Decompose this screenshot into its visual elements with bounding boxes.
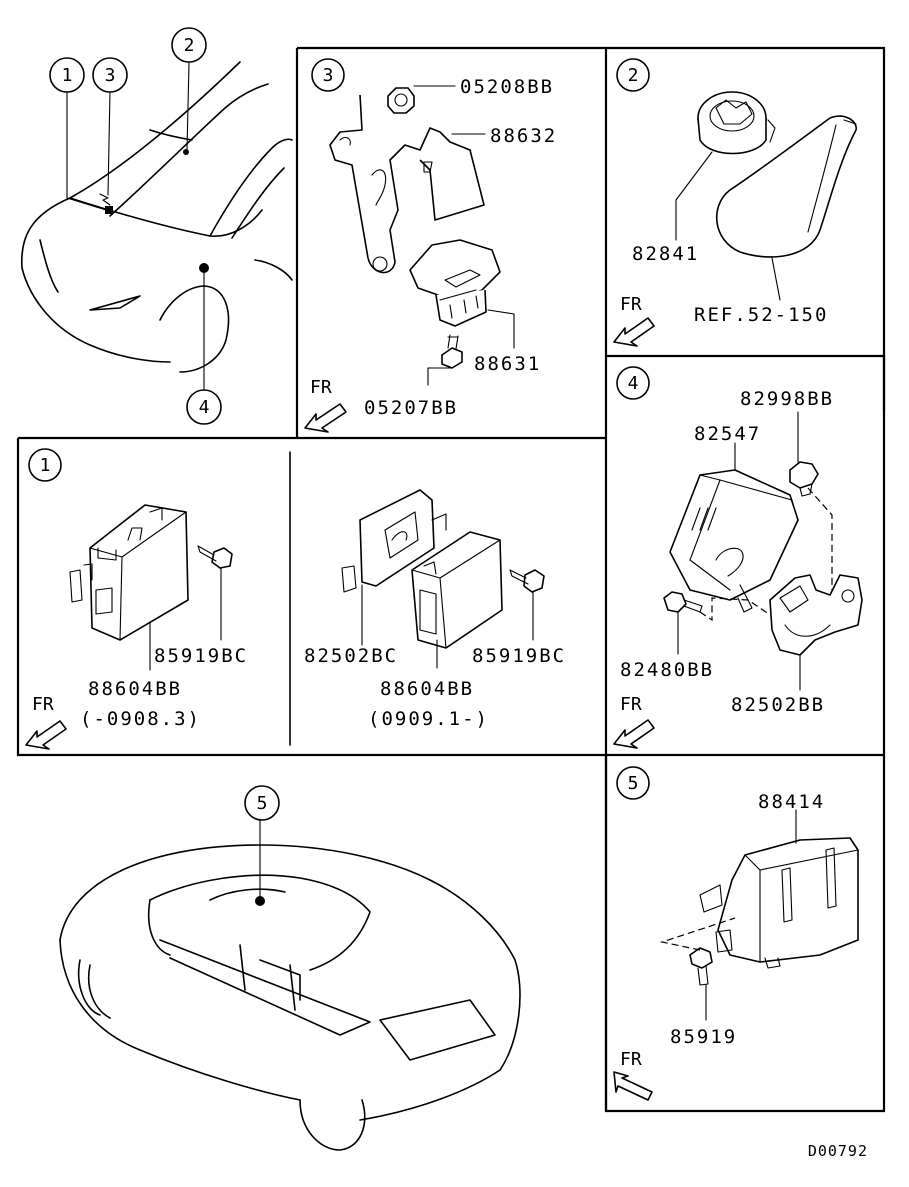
mounting-bracket-82502BB-icon[interactable]	[769, 574, 863, 656]
part-label-82998BB[interactable]: 82998BB	[740, 388, 834, 410]
sensor-ring-icon[interactable]	[697, 91, 776, 155]
overview-callout-2-label: 2	[184, 35, 195, 56]
part-label-85919BC-left[interactable]: 85919BC	[154, 645, 248, 667]
drawing-code: D00792	[808, 1142, 868, 1160]
bolt-85919-icon[interactable]	[689, 947, 713, 986]
control-unit-88414-icon[interactable]	[699, 837, 859, 969]
overview-callout-4[interactable]: 4	[186, 389, 222, 425]
rear-callout-5[interactable]: 5	[244, 785, 280, 821]
rear-callout-5-label: 5	[257, 793, 268, 814]
svg-text:2: 2	[628, 65, 639, 86]
part-label-88604BB-left[interactable]: 88604BB	[88, 678, 182, 700]
fr-arrow-icon	[613, 1071, 653, 1101]
part-label-88631[interactable]: 88631	[474, 353, 541, 375]
panel-1-fr-label: FR	[32, 694, 54, 715]
svg-text:5: 5	[628, 773, 639, 794]
part-label-85919BC-right[interactable]: 85919BC	[472, 645, 566, 667]
screw-icon[interactable]	[441, 334, 463, 369]
part-label-82841[interactable]: 82841	[632, 243, 699, 265]
fr-arrow-icon	[25, 720, 67, 750]
panel-3-index: 3	[311, 58, 345, 92]
panel-5: 5 88414 85919 FR	[613, 766, 859, 1101]
overview-callout-1[interactable]: 1	[49, 57, 85, 93]
part-range-right[interactable]: (0909.1-)	[368, 708, 489, 730]
overview-callout-3-label: 3	[105, 65, 116, 86]
part-label-85919[interactable]: 85919	[670, 1026, 737, 1048]
control-unit-82547-icon[interactable]	[669, 469, 799, 613]
nut-icon[interactable]	[387, 87, 415, 114]
control-module-icon[interactable]	[409, 239, 501, 327]
fr-arrow-icon	[613, 317, 655, 347]
control-unit-left-icon[interactable]	[69, 504, 189, 641]
part-label-82547[interactable]: 82547	[694, 423, 761, 445]
panel-1: 1 85919BC 88604BB (-0908.3)	[25, 448, 566, 750]
panel-5-fr-label: FR	[620, 1049, 642, 1070]
mounting-bracket-icon[interactable]	[329, 94, 485, 274]
panel-1-index: 1	[28, 448, 62, 482]
panel-2: 2 82841 REF.52-150 FR	[613, 58, 857, 347]
overview-callout-1-label: 1	[62, 65, 73, 86]
svg-text:4: 4	[628, 373, 639, 394]
part-label-82502BB[interactable]: 82502BB	[731, 694, 825, 716]
overview-callout-2[interactable]: 2	[171, 27, 207, 63]
panel-4: 4	[613, 366, 863, 749]
svg-text:1: 1	[40, 455, 51, 476]
overview-callout-4-label: 4	[199, 397, 210, 418]
shift-knob-icon[interactable]	[716, 115, 857, 258]
part-label-88414[interactable]: 88414	[758, 791, 825, 813]
overview-callout-3[interactable]: 3	[92, 57, 128, 93]
part-label-REF.52-150[interactable]: REF.52-150	[694, 304, 828, 326]
panel-3-fr-label: FR	[310, 377, 332, 398]
bolt-right-icon[interactable]	[509, 569, 545, 593]
bolt-left-icon[interactable]	[197, 545, 233, 569]
fr-arrow-icon	[304, 403, 347, 433]
part-label-05207BB[interactable]: 05207BB	[364, 397, 458, 419]
bolt-82480BB-icon[interactable]	[663, 591, 703, 613]
panel-2-fr-label: FR	[620, 294, 642, 315]
panel-4-fr-label: FR	[620, 694, 642, 715]
part-range-left[interactable]: (-0908.3)	[80, 708, 201, 730]
part-label-88604BB-right[interactable]: 88604BB	[380, 678, 474, 700]
panel-5-index: 5	[616, 766, 650, 800]
fr-arrow-icon	[613, 719, 655, 749]
mounting-bracket-82502BC-icon[interactable]	[341, 489, 447, 593]
panel-2-index: 2	[616, 58, 650, 92]
part-label-82480BB[interactable]: 82480BB	[620, 659, 714, 681]
part-label-88632[interactable]: 88632	[490, 125, 557, 147]
svg-text:3: 3	[323, 65, 334, 86]
panel-frames	[16, 46, 886, 1113]
nut-82998BB-icon[interactable]	[789, 461, 819, 497]
front-car-illustration	[20, 61, 293, 373]
overview-callouts: 1 3 2 4	[49, 27, 222, 425]
panel-3: 3 0	[304, 58, 557, 433]
part-label-82502BC[interactable]: 82502BC	[304, 645, 398, 667]
control-unit-right-icon[interactable]	[411, 531, 503, 649]
panel-4-index: 4	[616, 366, 650, 400]
rear-car-illustration: 5	[59, 785, 521, 1151]
part-label-05208BB[interactable]: 05208BB	[460, 76, 554, 98]
